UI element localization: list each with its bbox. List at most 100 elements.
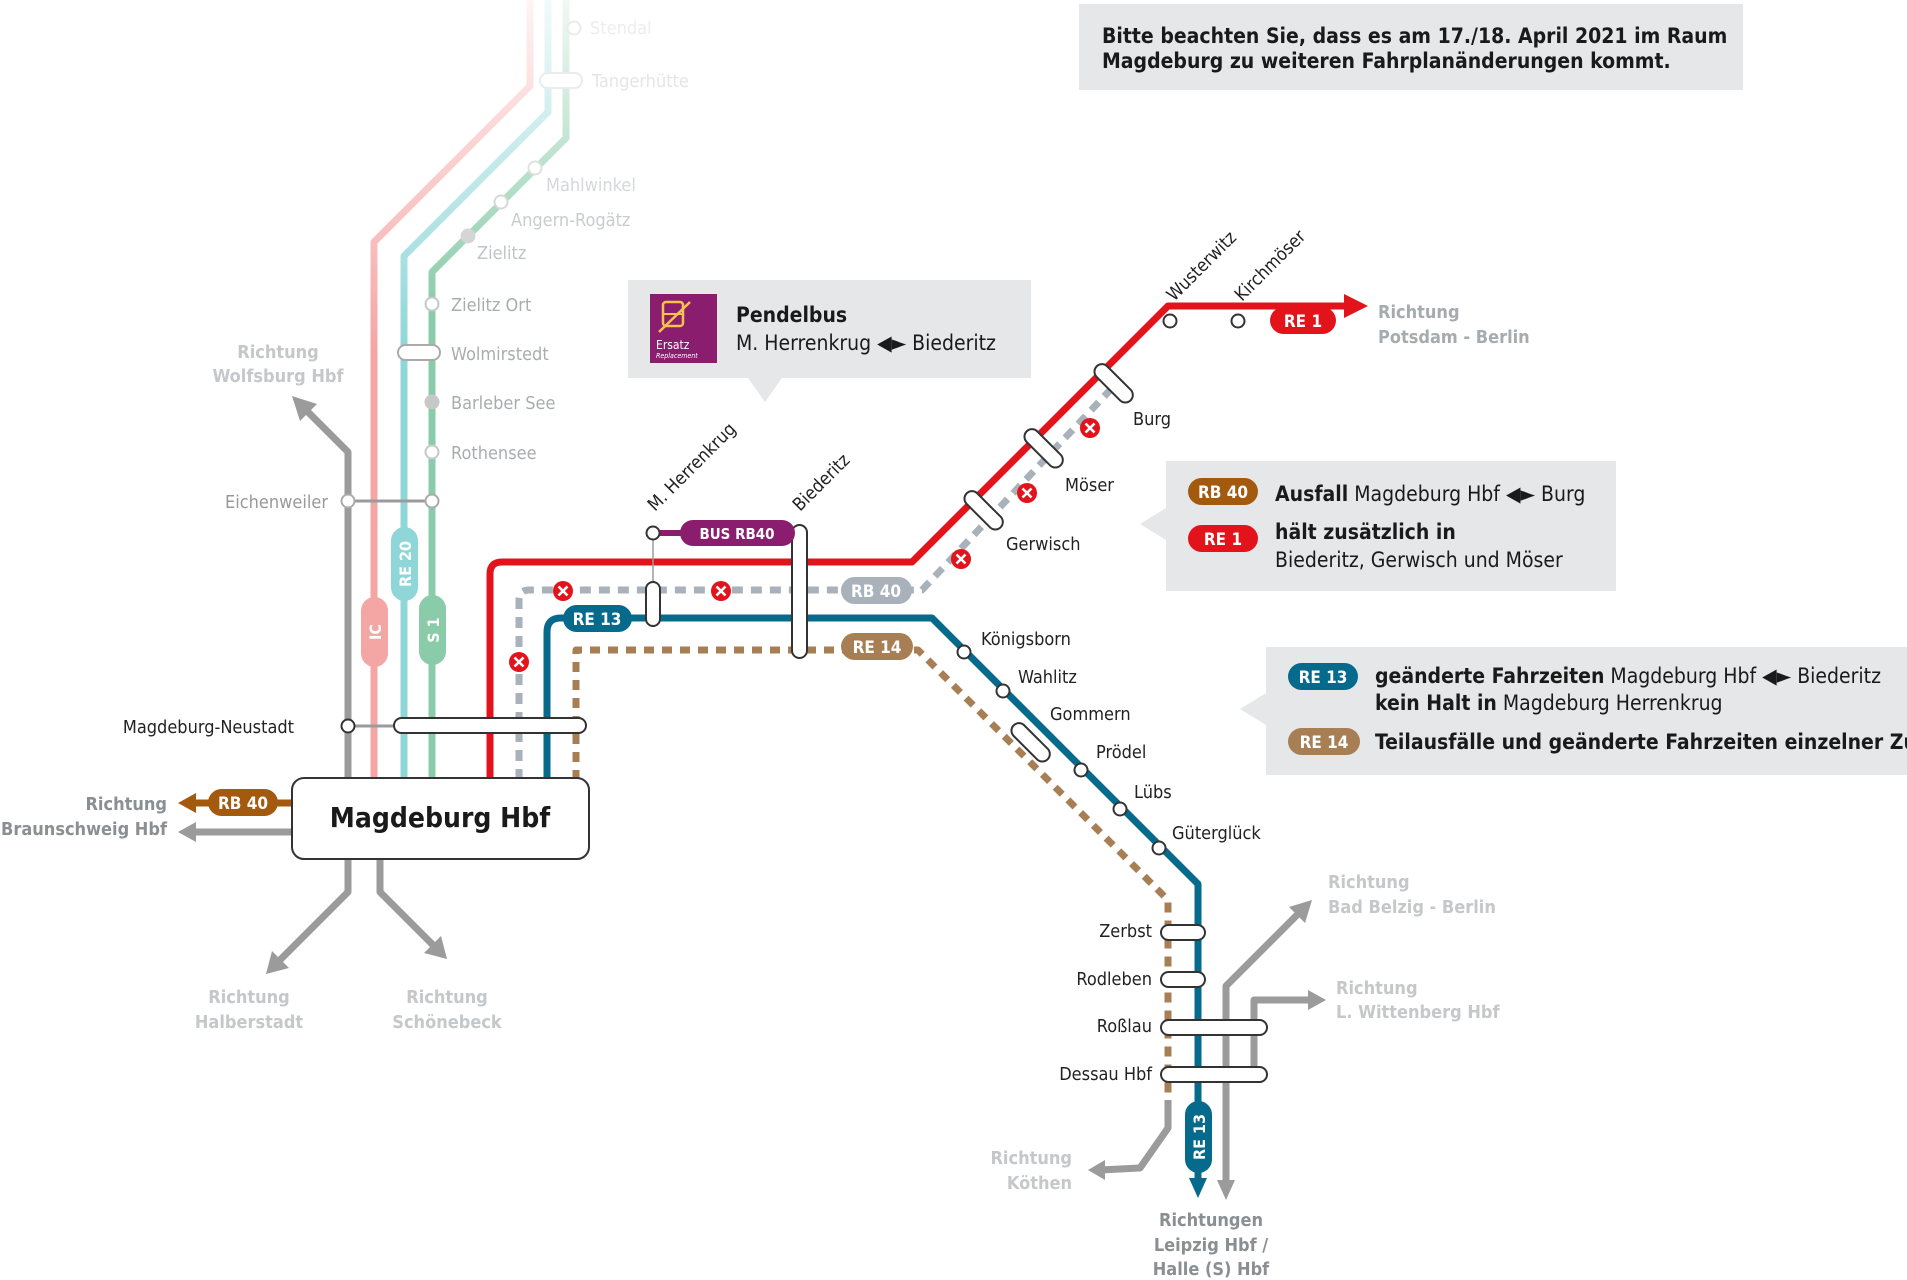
koenigsborn-dot (956, 644, 972, 660)
station-tangerhuette: Tangerhütte (591, 71, 689, 92)
info-box-south: RE 13 geänderte Fahrzeiten Magdeburg Hbf… (1240, 647, 1907, 775)
direction-potsdam-line1: Richtung (1378, 302, 1460, 323)
station-neustadt: Magdeburg-Neustadt (123, 717, 294, 738)
badge-bus[interactable]: BUS RB40 (680, 520, 795, 546)
belzig-arrow-icon (1289, 900, 1312, 923)
angern-dot (493, 194, 509, 210)
badge-info-re14: RE 14 (1288, 728, 1360, 755)
schoenebeck-line (376, 860, 441, 953)
station-markers (340, 20, 1268, 1083)
badge-rb40[interactable]: RB 40 (841, 577, 912, 604)
station-gerwisch: Gerwisch (1006, 534, 1081, 555)
station-barleber: Barleber See (451, 393, 555, 414)
biederitz-capsule (791, 524, 808, 659)
badge-re13-south[interactable]: RE 13 (1185, 1101, 1212, 1173)
direction-potsdam: Richtung Potsdam - Berlin (1378, 302, 1530, 348)
station-rodleben: Rodleben (1076, 969, 1152, 990)
direction-potsdam-line2: Potsdam - Berlin (1378, 327, 1530, 348)
direction-belzig-line2: Bad Belzig - Berlin (1328, 897, 1496, 918)
info-south-2-rest: Magdeburg Herrenkrug (1497, 691, 1723, 715)
rodleben-capsule (1160, 971, 1206, 988)
direction-leipzig-line1: Richtungen (1159, 1210, 1263, 1231)
re20-line (400, 0, 552, 780)
magdeburg-hbf-hub[interactable]: Magdeburg Hbf (291, 777, 590, 860)
badge-re13[interactable]: RE 13 (563, 605, 632, 632)
direction-wittenberg: Richtung L. Wittenberg Hbf (1336, 978, 1500, 1023)
badge-re20-label: RE 20 (396, 541, 415, 587)
rb40-line (515, 385, 1115, 780)
eichenweiler-dot-2 (424, 493, 440, 509)
badge-rb40-west[interactable]: RB 40 (208, 789, 278, 816)
badge-bus-label: BUS RB40 (699, 525, 774, 543)
info-south-2-bold: kein Halt in (1375, 691, 1497, 715)
notice-box: Bitte beachten Sie, dass es am 17./18. A… (1079, 4, 1743, 90)
station-wolmirstedt: Wolmirstedt (451, 344, 549, 365)
station-mahlwinkel: Mahlwinkel (546, 175, 636, 196)
direction-braunschweig-line2: Braunschweig Hbf (1, 819, 168, 840)
leipzig-grey-arrow-icon (1217, 1180, 1235, 1200)
herrenkrug-dot (645, 525, 661, 541)
badge-re14[interactable]: RE 14 (841, 633, 913, 660)
wolmirstedt-capsule (397, 344, 441, 361)
badge-re1[interactable]: RE 1 (1270, 307, 1336, 334)
belzig-line (1222, 907, 1305, 1188)
badge-re20[interactable]: RE 20 (391, 527, 418, 601)
direction-schoenebeck-line2: Schönebeck (392, 1012, 503, 1033)
cross-circle-icon (1080, 418, 1100, 438)
station-biederitz: Biederitz (789, 450, 855, 516)
halberstadt-arrow-icon (266, 951, 289, 974)
badge-ic[interactable]: IC (361, 597, 388, 667)
station-wahlitz: Wahlitz (1018, 667, 1077, 688)
station-luebs: Lübs (1134, 782, 1172, 803)
badge-re13-south-label: RE 13 (1190, 1114, 1209, 1160)
cross-circle-icon (553, 581, 573, 601)
info-south-line-3: Teilausfälle und geänderte Fahrzeiten ei… (1375, 730, 1907, 754)
kirchmoeser-dot (1230, 313, 1246, 329)
info-south-line-1: geänderte Fahrzeiten Magdeburg Hbf ◀► Bi… (1375, 664, 1881, 688)
direction-wolfsburg: Richtung Wolfsburg Hbf (212, 342, 344, 387)
cancelled-stops (509, 418, 1100, 672)
station-stendal: Stendal (590, 18, 652, 39)
wolfsburg-arrow-icon (292, 396, 317, 421)
station-angern: Angern-Rogätz (511, 210, 630, 231)
rothensee-dot (424, 444, 440, 460)
station-zielitz-ort: Zielitz Ort (451, 295, 531, 316)
badge-info-re1: RE 1 (1188, 525, 1258, 552)
mahlwinkel-dot (527, 160, 543, 176)
wolfsburg-line (297, 401, 352, 780)
info-south-line-2: kein Halt in Magdeburg Herrenkrug (1375, 691, 1723, 715)
badge-info-re1-label: RE 1 (1204, 530, 1242, 550)
badge-info-re14-label: RE 14 (1300, 733, 1349, 753)
info-south-1-rest: Magdeburg Hbf ◀► Biederitz (1604, 664, 1881, 688)
direction-labels: Richtung Wolfsburg Hbf Richtung Braunsch… (1, 302, 1530, 1280)
direction-koethen-line1: Richtung (990, 1148, 1072, 1169)
station-koenigsborn: Königsborn (981, 629, 1071, 650)
badge-s1-label: S 1 (424, 617, 443, 642)
re13-line (543, 614, 1202, 1180)
barleber-dot (424, 394, 440, 410)
station-zielitz: Zielitz (477, 243, 526, 264)
rosslau-capsule (1160, 1019, 1268, 1036)
cross-circle-icon (509, 652, 529, 672)
direction-halberstadt-line2: Halberstadt (195, 1012, 303, 1033)
halberstadt-line (271, 860, 352, 969)
direction-leipzig-line3: Halle (S) Hbf (1153, 1259, 1270, 1280)
direction-wolfsburg-line1: Richtung (237, 342, 319, 363)
hub-label: Magdeburg Hbf (330, 801, 552, 834)
koethen-arrow-icon (1088, 1160, 1105, 1180)
info-south-1-bold: geänderte Fahrzeiten (1375, 664, 1604, 688)
schoenebeck-arrow-icon (424, 936, 447, 959)
station-dessau: Dessau Hbf (1059, 1064, 1153, 1085)
direction-koethen-line2: Köthen (1007, 1173, 1072, 1194)
direction-leipzig-line2: Leipzig Hbf / (1154, 1235, 1268, 1256)
braunschweig-arrow-icon (178, 822, 196, 842)
badge-s1[interactable]: S 1 (419, 595, 446, 665)
station-labels: Stendal Tangerhütte Mahlwinkel Angern-Ro… (123, 18, 1310, 1085)
direction-wittenberg-line1: Richtung (1336, 978, 1418, 999)
cross-circle-icon (1017, 483, 1037, 503)
station-burg: Burg (1133, 409, 1171, 430)
eichenweiler-dot-1 (340, 493, 356, 509)
cross-circle-icon (711, 581, 731, 601)
neustadt-capsule (393, 717, 587, 734)
bus-icon-label-2: Replacement (656, 352, 698, 360)
